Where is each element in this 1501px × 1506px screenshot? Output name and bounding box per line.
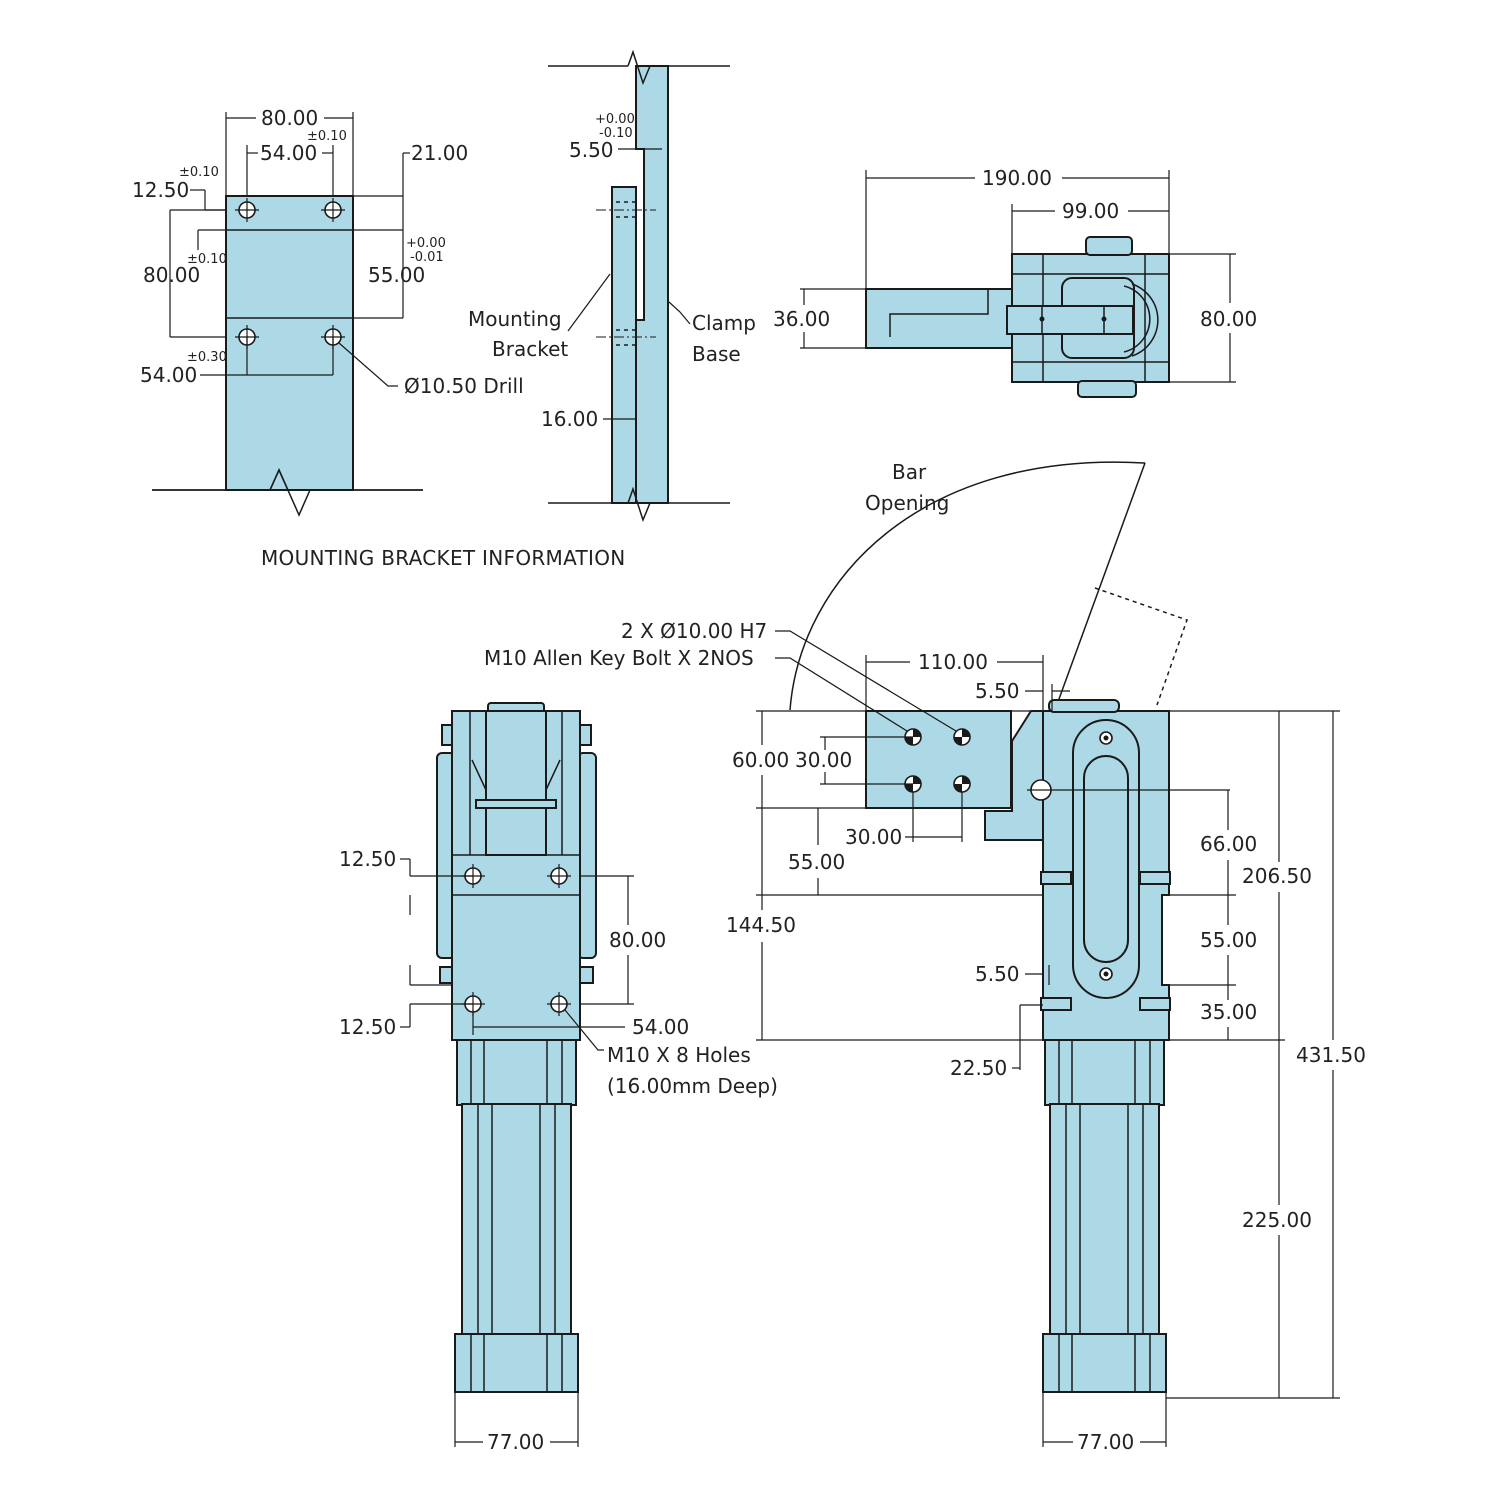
tol-bracket-mid-minus: -0.01 bbox=[410, 250, 444, 265]
side-clamp-arm bbox=[865, 710, 1012, 809]
dim-top-overall: 190.00 bbox=[982, 166, 1052, 190]
tol-side-plus: +0.00 bbox=[595, 112, 635, 127]
dim-front-bottom-edge: 12.50 bbox=[339, 1015, 396, 1039]
dim-side-to-slot: 66.00 bbox=[1200, 832, 1257, 856]
label-holes-2: (16.00mm Deep) bbox=[607, 1074, 778, 1098]
side-cylinder-cap bbox=[1042, 1333, 1167, 1393]
clamp-arm bbox=[865, 288, 1013, 349]
dim-front-top-edge: 12.50 bbox=[339, 847, 396, 871]
dim-side-hole-v: 30.00 bbox=[795, 748, 852, 772]
top-view: 190.00 99.00 36.00 80.00 bbox=[773, 166, 1257, 398]
label-clamp-base-1: Clamp bbox=[692, 311, 756, 335]
dim-bracket-width: 80.00 bbox=[261, 106, 318, 130]
dim-side-overall: 431.50 bbox=[1296, 1043, 1366, 1067]
dim-front-pitch: 80.00 bbox=[609, 928, 666, 952]
dim-side-offset: 22.50 bbox=[950, 1056, 1007, 1080]
dim-side-arm-length: 110.00 bbox=[918, 650, 988, 674]
dim-bracket-hole-pitch: 80.00 bbox=[143, 263, 200, 287]
tol-bracket-pitch: ±0.10 bbox=[187, 252, 227, 267]
bracket-front-view: 80.00 ±0.10 54.00 21.00 ±0.10 12.50 +0.0… bbox=[132, 106, 524, 521]
dim-side-gap-top: 5.50 bbox=[975, 679, 1020, 703]
dowel-hole bbox=[953, 775, 971, 793]
tol-bracket-top: ±0.10 bbox=[307, 129, 347, 144]
section-title: MOUNTING BRACKET INFORMATION bbox=[261, 546, 626, 570]
dim-side-gap-bottom: 5.50 bbox=[975, 962, 1020, 986]
open-arm-outline bbox=[1094, 587, 1188, 706]
dim-bracket-top-offset: 12.50 bbox=[132, 178, 189, 202]
dim-side-pivot-height: 144.50 bbox=[726, 913, 796, 937]
dim-side-thickness: 16.00 bbox=[541, 407, 598, 431]
tol-bracket-mid-plus: +0.00 bbox=[406, 236, 446, 251]
dim-side-step: 5.50 bbox=[569, 138, 614, 162]
label-holes-1: M10 X 8 Holes bbox=[607, 1043, 751, 1067]
bar-opening-arc bbox=[789, 461, 1146, 711]
bracket-hole bbox=[321, 325, 345, 349]
label-bar-opening-2: Opening bbox=[865, 491, 949, 515]
dim-bracket-mid-depth: 55.00 bbox=[368, 263, 425, 287]
label-mounting-bracket-1: Mounting bbox=[468, 307, 562, 331]
dim-top-head: 99.00 bbox=[1062, 199, 1119, 223]
dim-top-arm: 36.00 bbox=[773, 307, 830, 331]
bolt-hole bbox=[953, 728, 971, 746]
bracket-hole bbox=[235, 198, 259, 222]
dim-side-slot-gap: 55.00 bbox=[1200, 928, 1257, 952]
m10-hole bbox=[547, 864, 571, 888]
label-mounting-bracket-2: Bracket bbox=[492, 337, 568, 361]
cylinder-top bbox=[456, 1038, 577, 1106]
bracket-hole bbox=[321, 198, 345, 222]
dim-side-body-width: 77.00 bbox=[1077, 1430, 1134, 1454]
dim-bracket-hole-spacing-bottom: 54.00 bbox=[140, 363, 197, 387]
label-bolt: M10 Allen Key Bolt X 2NOS bbox=[484, 646, 754, 670]
dim-bracket-edge-offset: 21.00 bbox=[411, 141, 468, 165]
front-view: 12.50 12.50 80.00 54.00 M10 X 8 Holes (1… bbox=[339, 702, 778, 1454]
tol-side-minus: -0.10 bbox=[599, 126, 633, 141]
cylinder-cap bbox=[454, 1333, 579, 1393]
dim-side-arm-height: 60.00 bbox=[732, 748, 789, 772]
tol-bracket-bottom: ±0.30 bbox=[187, 350, 227, 365]
dim-bracket-hole-spacing-top: 54.00 bbox=[260, 141, 317, 165]
dim-front-body-width: 77.00 bbox=[487, 1430, 544, 1454]
cylinder-body bbox=[461, 1103, 572, 1335]
dim-side-pivot-drop: 55.00 bbox=[788, 850, 845, 874]
side-view: Bar Opening 2 X Ø10.00 H7 M10 Allen Key … bbox=[484, 460, 1366, 1454]
side-cylinder-top bbox=[1044, 1038, 1165, 1106]
dim-side-upper-total: 206.50 bbox=[1242, 864, 1312, 888]
dim-side-cylinder: 225.00 bbox=[1242, 1208, 1312, 1232]
side-cylinder-body bbox=[1049, 1103, 1160, 1335]
label-dowel: 2 X Ø10.00 H7 bbox=[621, 619, 767, 643]
m10-hole bbox=[547, 992, 571, 1016]
tol-bracket-top-offset: ±0.10 bbox=[179, 165, 219, 180]
label-clamp-base-2: Base bbox=[692, 342, 741, 366]
dim-front-spacing: 54.00 bbox=[632, 1015, 689, 1039]
dim-top-height: 80.00 bbox=[1200, 307, 1257, 331]
dim-side-hole-h: 30.00 bbox=[845, 825, 902, 849]
clamp-base-plate bbox=[635, 65, 669, 504]
dim-side-lower: 35.00 bbox=[1200, 1000, 1257, 1024]
label-bar-opening-1: Bar bbox=[892, 460, 927, 484]
drill-label: Ø10.50 Drill bbox=[404, 374, 524, 398]
bracket-side-view: +0.00 -0.10 5.50 16.00 Mounting Bracket … bbox=[468, 49, 756, 523]
